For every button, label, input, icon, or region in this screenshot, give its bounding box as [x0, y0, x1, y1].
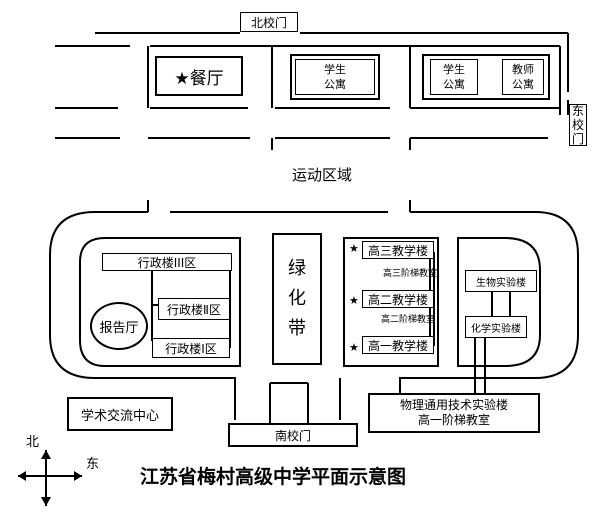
senior1-building: 高一教学楼 [362, 336, 434, 354]
physics-lab-label-line1: 物理通用技术实验楼 [399, 398, 508, 412]
senior1-building-label: 高一教学楼 [367, 338, 428, 353]
admin-building-2-label: 行政楼Ⅱ区 [167, 302, 221, 317]
senior3-stair-label: 高三阶梯教室 [383, 269, 438, 279]
canteen: ★餐厅 [155, 56, 243, 96]
chemistry-lab: 化学实验楼 [465, 316, 527, 338]
star-marker-senior1: ★ [349, 341, 359, 354]
star-marker-senior2: ★ [349, 294, 359, 307]
north-gate: 北校门 [240, 12, 298, 32]
student-apartment-1: 学生公寓 [290, 54, 380, 100]
student-apartment-1-label: 学生公寓 [324, 63, 346, 91]
academic-exchange-center: 学术交流中心 [67, 397, 173, 431]
sports-area-label: 运动区域 [292, 166, 353, 184]
admin-building-1: 行政楼Ⅰ区 [152, 338, 230, 358]
biology-lab: 生物实验楼 [465, 270, 537, 292]
senior2-building: 高二教学楼 [362, 290, 434, 308]
east-gate-label: 东校门 [571, 104, 584, 146]
green-belt-label: 绿化带 [288, 258, 306, 339]
teacher-apartment: 教师公寓 [502, 59, 544, 95]
south-gate-label: 南校门 [274, 428, 311, 443]
report-hall-label: 报告厅 [99, 320, 139, 336]
canteen-label: ★餐厅 [174, 68, 224, 89]
star-marker-senior3: ★ [349, 242, 359, 255]
admin-building-2: 行政楼Ⅱ区 [158, 298, 230, 320]
compass-north-label: 北 [26, 435, 40, 450]
student-apartment-2-label: 学生公寓 [443, 63, 465, 91]
academic-exchange-center-label: 学术交流中心 [80, 408, 159, 424]
green-belt: 绿化带 [272, 233, 322, 365]
senior3-building-label: 高三教学楼 [367, 243, 428, 258]
compass-east-label: 东 [86, 457, 100, 472]
east-gate: 东校门 [569, 104, 587, 146]
physics-lab-label-line2: 高一阶梯教室 [417, 413, 490, 427]
teacher-apartment-label: 教师公寓 [512, 63, 534, 91]
admin-building-3: 行政楼III区 [102, 253, 232, 271]
north-gate-label: 北校门 [250, 15, 287, 30]
admin-building-3-label: 行政楼III区 [137, 255, 197, 270]
senior3-building: 高三教学楼 [362, 241, 434, 259]
senior2-building-label: 高二教学楼 [367, 292, 428, 307]
south-gate: 南校门 [228, 423, 358, 447]
physics-lab: 物理通用技术实验楼 高一阶梯教室 [368, 393, 540, 433]
admin-building-1-label: 行政楼Ⅰ区 [165, 341, 217, 356]
report-hall: 报告厅 [90, 302, 148, 350]
senior2-stair-label: 高二阶梯教室 [381, 315, 436, 325]
chemistry-lab-label: 化学实验楼 [471, 323, 521, 335]
student-apartment-2: 学生公寓 [430, 59, 478, 95]
biology-lab-label: 生物实验楼 [476, 277, 526, 289]
map-title: 江苏省梅村高级中学平面示意图 [140, 466, 407, 488]
